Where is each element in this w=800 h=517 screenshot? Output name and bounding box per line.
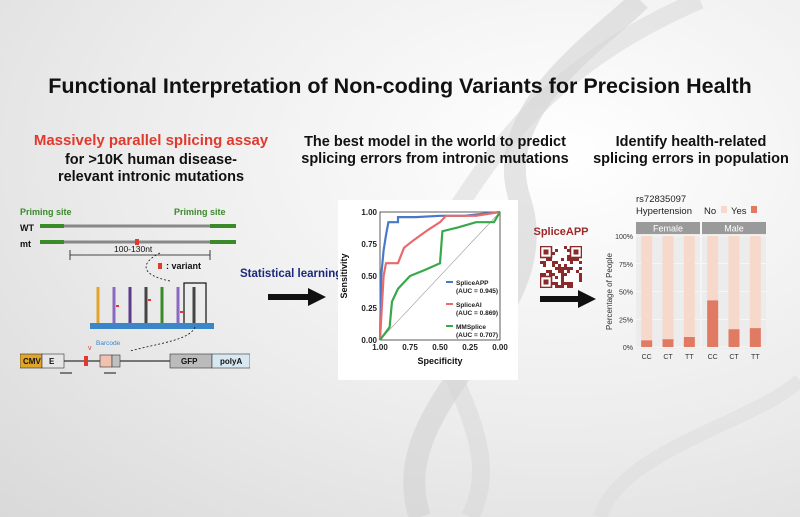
variant-legend-mark <box>158 263 162 269</box>
roc-y-label: Sensitivity <box>339 253 349 298</box>
bar-chart-title: rs72835097 <box>636 194 686 205</box>
roc-diagonal <box>379 211 501 341</box>
bar-x-tick: CT <box>663 354 673 361</box>
spliceapp-label: SpliceAPP <box>533 226 589 238</box>
roc-x-tick: 1.00 <box>372 343 388 352</box>
polya-label: polyA <box>220 357 242 366</box>
facet-label: Female <box>653 224 683 234</box>
bar-x-tick: TT <box>685 354 694 361</box>
bar-yes <box>749 328 761 347</box>
roc-legend-name: SpliceAPP <box>456 280 489 287</box>
facet-strip-female <box>636 222 700 234</box>
roc-plot-frame <box>379 211 501 341</box>
wt-primer-left <box>40 224 64 228</box>
mpsa-schematic: Priming site Priming site WT mt 100-130n… <box>20 207 250 374</box>
gfp-label: GFP <box>181 357 198 366</box>
exon-label: E <box>49 357 55 366</box>
bar-x-tick: TT <box>751 354 760 361</box>
roc-legend-auc: (AUC = 0.945) <box>456 288 498 295</box>
right-heading-2: splicing errors in population <box>593 151 789 167</box>
bar-x-tick: CC <box>708 354 718 361</box>
bar-yes <box>641 340 653 347</box>
roc-chart: 1.00 0.75 0.50 0.25 0.00 0.00 0.25 0.50 0.75 1.00… <box>338 200 518 380</box>
wt-label: WT <box>20 223 34 233</box>
roc-line-mmsplice <box>379 211 501 341</box>
bar-yes <box>683 337 695 347</box>
roc-x-tick: 0.25 <box>462 343 478 352</box>
roc-legend-name: SpliceAI <box>456 302 482 309</box>
cmv-label: CMV <box>23 357 41 366</box>
bar-y-tick: 75% <box>619 262 633 269</box>
exon-box <box>41 353 65 369</box>
bar-yes <box>662 339 674 347</box>
oligo-library <box>90 282 214 329</box>
wt-insert <box>64 224 210 228</box>
bar-y-tick: 100% <box>615 234 633 241</box>
bar-legend-title: Hypertension <box>636 206 692 217</box>
roc-y-tick: 1.00 <box>361 208 377 217</box>
bar-legend-no-label: No <box>704 206 716 217</box>
length-label: 100-130nt <box>114 244 153 254</box>
bar-yes <box>707 300 719 347</box>
wt-primer-right <box>210 224 236 228</box>
roc-y-tick: 0.00 <box>361 336 377 345</box>
roc-line-spliceai <box>378 210 501 341</box>
roc-x-label: Specificity <box>417 356 462 366</box>
priming-site-right: Priming site <box>174 207 226 217</box>
roc-x-tick: 0.75 <box>402 343 418 352</box>
bar-yes <box>728 329 740 347</box>
mt-variant-mark <box>135 239 139 245</box>
middle-heading-1: The best model in the world to predict <box>304 134 566 150</box>
left-heading: Massively parallel splicing assay <box>33 132 269 149</box>
bar-y-tick: 50% <box>619 290 633 297</box>
bar-y-tick: 0% <box>623 345 633 352</box>
roc-legend-auc: (AUC = 0.707) <box>456 332 498 339</box>
roc-x-tick: 0.50 <box>432 343 448 352</box>
left-sub-1: for >10K human disease- <box>64 152 238 168</box>
barcode-label: Barcode <box>96 340 121 347</box>
polya-box <box>211 353 250 369</box>
bar-x-tick: CC <box>642 354 652 361</box>
roc-legend-auc: (AUC = 0.869) <box>456 310 498 317</box>
bar-legend-no-swatch <box>721 206 727 213</box>
bar-y-tick: 25% <box>619 317 633 324</box>
facet-label: Male <box>724 224 744 234</box>
priming-site-left: Priming site <box>20 207 72 217</box>
right-arrow-1 <box>268 288 326 306</box>
right-heading-1: Identify health-related <box>615 134 767 150</box>
bar-y-label: Percentage of People <box>605 252 614 329</box>
mt-primer-left <box>40 240 64 244</box>
left-sub-2: relevant intronic mutations <box>57 169 245 185</box>
bar-x-tick: CT <box>729 354 739 361</box>
page-title: Functional Interpretation of Non-coding … <box>48 74 752 98</box>
facet-strip-male <box>702 222 766 234</box>
roc-y-tick: 0.75 <box>361 240 377 249</box>
mt-label: mt <box>20 239 31 249</box>
roc-legend-name: MMSplice <box>456 324 486 331</box>
roc-x-tick: 0.00 <box>492 343 508 352</box>
bar-no <box>707 236 719 301</box>
svg-text:v: v <box>88 345 92 352</box>
right-arrow-2 <box>540 290 596 308</box>
bar-no <box>662 236 674 340</box>
bar-legend-yes-swatch <box>751 206 757 213</box>
bar-no <box>641 236 653 341</box>
qr-code-icon[interactable] <box>540 246 582 288</box>
mt-primer-right <box>210 240 236 244</box>
bar-legend-yes-label: Yes <box>731 206 747 217</box>
middle-heading-2: splicing errors from intronic mutations <box>301 151 569 167</box>
bar-no <box>728 236 740 330</box>
roc-y-tick: 0.25 <box>361 304 377 313</box>
arrow-label-statistical-learning: Statistical learning <box>240 268 343 280</box>
bar-no <box>749 236 761 329</box>
variant-label: : variant <box>166 261 201 271</box>
roc-y-tick: 0.50 <box>361 272 377 281</box>
bar-no <box>683 236 695 338</box>
